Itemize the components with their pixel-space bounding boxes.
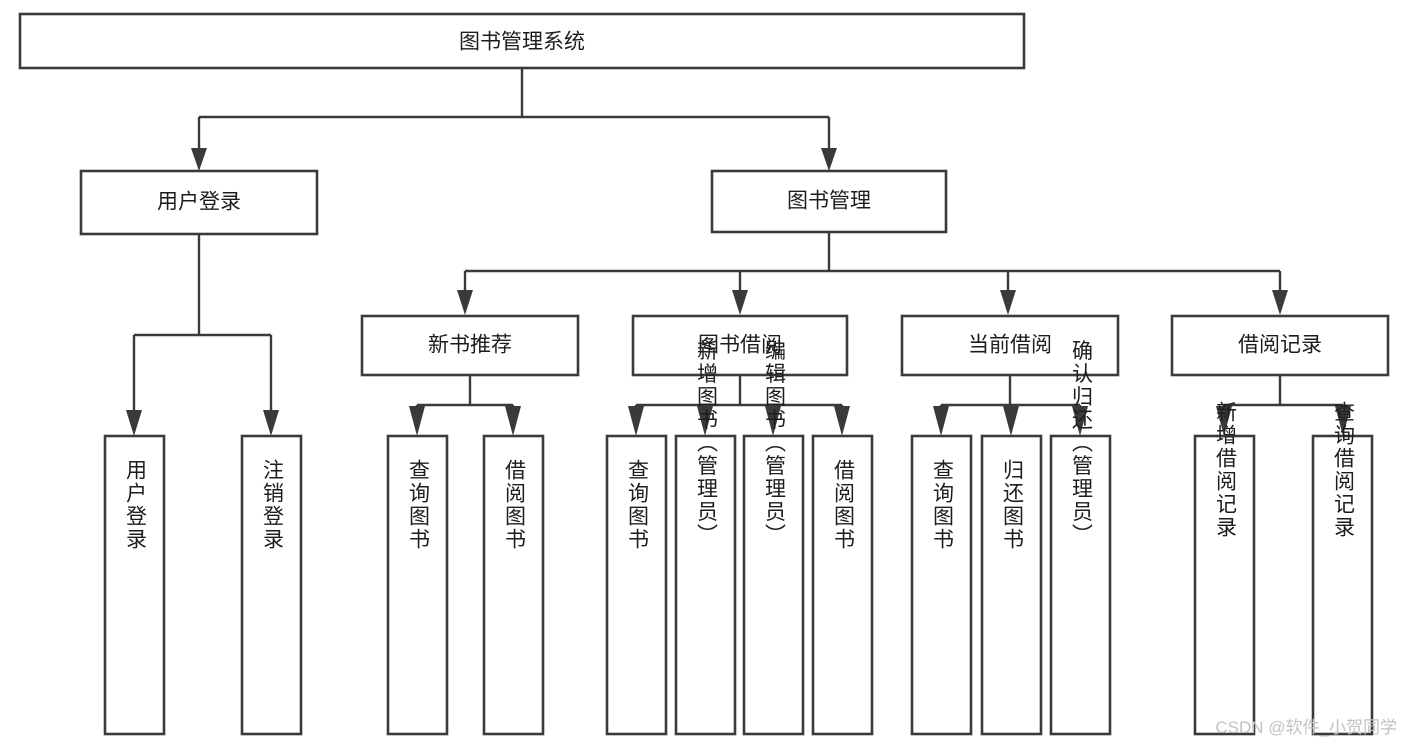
node-leaf-query-book-3-label: 查询图书	[931, 459, 955, 551]
node-new-book-recommend[interactable]: 新书推荐	[360, 314, 580, 377]
arrow-leaf-query-book-1	[409, 406, 425, 436]
node-user-login[interactable]: 用户登录	[79, 169, 319, 236]
node-leaf-add-book-label: 新增图书（管理员）	[695, 340, 719, 547]
node-book-borrow[interactable]: 图书借阅	[631, 314, 849, 377]
node-leaf-edit-book[interactable]: 编辑图书（管理员）	[742, 340, 805, 736]
node-leaf-user-login-box[interactable]	[103, 434, 166, 736]
node-new-book-recommend-label: 新书推荐	[428, 334, 512, 357]
node-leaf-edit-book-label: 编辑图书（管理员）	[763, 340, 787, 547]
arrow-to-new-book-recommend	[457, 290, 473, 315]
node-leaf-query-book-1-box[interactable]	[386, 434, 449, 736]
arrow-leaf-confirm-return	[1072, 406, 1088, 436]
arrow-leaf-query-record	[1335, 406, 1351, 436]
node-leaf-edit-book-box[interactable]	[742, 434, 805, 736]
arrow-leaf-borrow-book-2	[834, 406, 850, 436]
node-leaf-query-book-3[interactable]: 查询图书	[910, 434, 973, 736]
csdn-watermark: CSDN @软件_小贺同学	[1215, 718, 1397, 737]
node-borrow-record[interactable]: 借阅记录	[1170, 314, 1390, 377]
arrow-leaf-add-book	[697, 406, 713, 436]
node-user-login-label: 用户登录	[157, 191, 241, 214]
node-book-manage[interactable]: 图书管理	[710, 169, 948, 234]
node-leaf-query-book-2-label: 查询图书	[626, 459, 650, 551]
node-leaf-borrow-book-1[interactable]: 借阅图书	[482, 434, 545, 736]
arrow-leaf-query-book-3	[933, 406, 949, 436]
node-new-book-recommend-box[interactable]	[360, 314, 580, 377]
node-leaf-add-record-box[interactable]	[1193, 434, 1256, 736]
arrow-leaf-user-login	[126, 410, 142, 436]
arrow-to-user-login	[191, 148, 207, 171]
node-book-borrow-box[interactable]	[631, 314, 849, 377]
arrow-leaf-borrow-book-1	[505, 406, 521, 436]
node-leaf-query-book-3-box[interactable]	[910, 434, 973, 736]
node-leaf-query-book-1-label: 查询图书	[407, 459, 431, 551]
arrow-leaf-user-logout	[263, 410, 279, 436]
node-current-borrow-label: 当前借阅	[968, 334, 1052, 357]
node-leaf-query-book-1[interactable]: 查询图书	[386, 434, 449, 736]
arrow-leaf-query-book-2	[628, 406, 644, 436]
arrow-leaf-add-record	[1216, 406, 1232, 436]
node-leaf-return-book-box[interactable]	[980, 434, 1043, 736]
node-leaf-add-record-label: 新增借阅记录	[1214, 401, 1238, 539]
node-leaf-query-record-label: 查询借阅记录	[1332, 401, 1356, 539]
node-book-borrow-label: 图书借阅	[698, 334, 782, 357]
arrow-leaf-edit-book	[765, 406, 781, 436]
node-leaf-query-record[interactable]: 查询借阅记录	[1311, 401, 1374, 736]
node-current-borrow-box[interactable]	[900, 314, 1120, 377]
node-leaf-return-book-label: 归还图书	[1001, 459, 1025, 551]
node-leaf-user-logout-label: 注销登录	[261, 459, 285, 551]
node-borrow-record-label: 借阅记录	[1238, 334, 1322, 357]
node-borrow-record-box[interactable]	[1170, 314, 1390, 377]
node-leaf-confirm-return-label: 确认归还（管理员）	[1070, 340, 1094, 547]
node-leaf-add-book-box[interactable]	[674, 434, 737, 736]
node-leaf-user-logout-box[interactable]	[240, 434, 303, 736]
arrow-to-current-borrow	[1000, 290, 1016, 315]
node-leaf-add-record[interactable]: 新增借阅记录	[1193, 401, 1256, 736]
node-leaf-add-book[interactable]: 新增图书（管理员）	[674, 340, 737, 736]
node-leaf-query-record-box[interactable]	[1311, 434, 1374, 736]
arrow-leaf-return-book	[1003, 406, 1019, 436]
node-leaf-borrow-book-1-box[interactable]	[482, 434, 545, 736]
node-root-box[interactable]	[18, 12, 1026, 70]
connector-layer	[126, 68, 1351, 436]
node-root-label: 图书管理系统	[459, 31, 585, 54]
node-book-manage-label: 图书管理	[787, 190, 871, 213]
node-leaf-user-logout[interactable]: 注销登录	[240, 434, 303, 736]
node-leaf-borrow-book-2-label: 借阅图书	[832, 459, 856, 551]
arrow-to-book-borrow	[732, 290, 748, 315]
node-leaf-user-login-label: 用户登录	[124, 459, 148, 551]
node-leaf-query-book-2-box[interactable]	[605, 434, 668, 736]
node-leaf-confirm-return-box[interactable]	[1049, 434, 1112, 736]
node-leaf-user-login[interactable]: 用户登录	[103, 434, 166, 736]
node-leaf-return-book[interactable]: 归还图书	[980, 434, 1043, 736]
node-leaf-borrow-book-2[interactable]: 借阅图书	[811, 434, 874, 736]
node-current-borrow[interactable]: 当前借阅	[900, 314, 1120, 377]
node-user-login-box[interactable]	[79, 169, 319, 236]
arrow-to-borrow-record	[1272, 290, 1288, 315]
arrow-to-book-manage	[821, 148, 837, 171]
node-root[interactable]: 图书管理系统	[18, 12, 1026, 70]
node-leaf-borrow-book-1-label: 借阅图书	[503, 459, 527, 551]
node-leaf-confirm-return[interactable]: 确认归还（管理员）	[1049, 340, 1112, 736]
node-book-manage-box[interactable]	[710, 169, 948, 234]
node-leaf-query-book-2[interactable]: 查询图书	[605, 434, 668, 736]
node-leaf-borrow-book-2-box[interactable]	[811, 434, 874, 736]
